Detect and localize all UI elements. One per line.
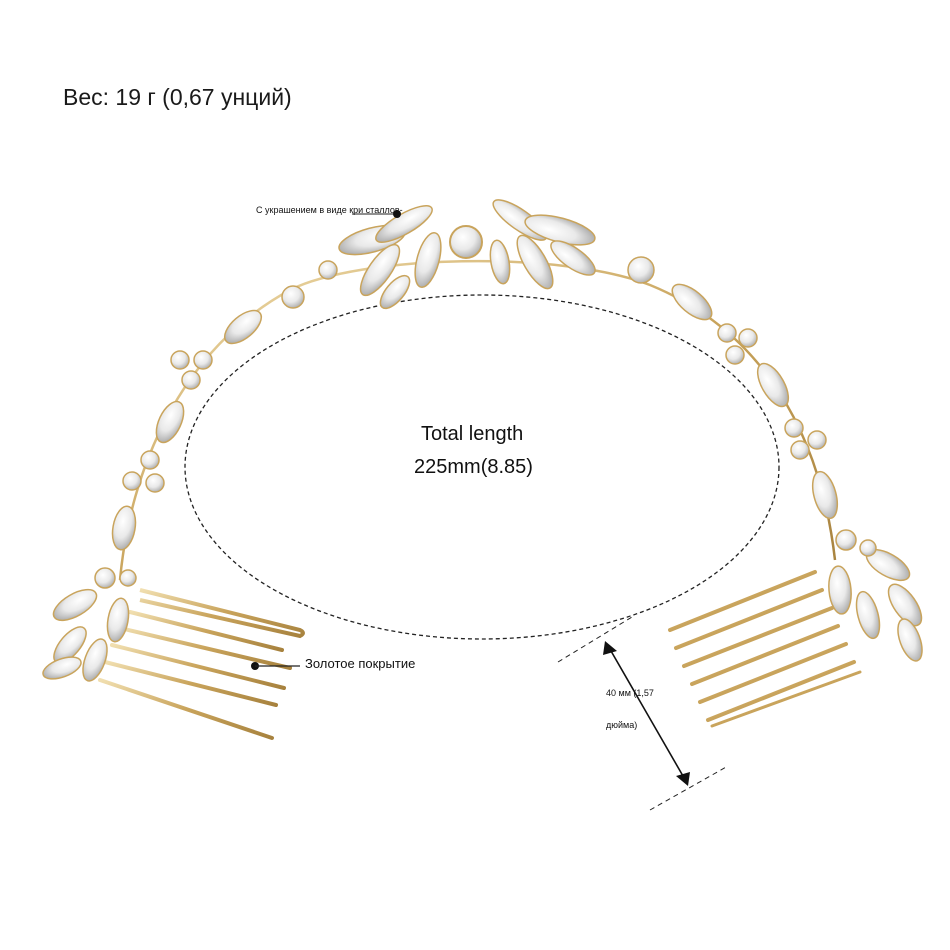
right-comb: [668, 570, 862, 728]
left-chain-crystals: [111, 260, 338, 551]
right-chain-crystals: [627, 256, 839, 520]
comb-size-label-line2: дюйма): [606, 720, 638, 730]
total-length-title: Total length: [421, 423, 524, 445]
left-comb: [98, 580, 305, 740]
gold-wire: [118, 259, 837, 581]
crystal-callout-label: С украшением в виде кри сталлов-: [256, 205, 403, 215]
gold-callout-marker: [251, 662, 300, 670]
gold-plating-label: Золотое покрытие: [305, 656, 416, 671]
comb-dimension: [557, 616, 729, 811]
total-length-value: 225mm(8.85): [414, 456, 533, 478]
total-length-ellipse: [184, 294, 780, 640]
comb-size-label-line1: 40 мм (1,57: [606, 688, 654, 698]
left-comb-crystals: [42, 567, 137, 682]
crystal-callout-marker: [352, 210, 401, 218]
weight-label: Вес: 19 г (0,67 унций): [63, 84, 292, 110]
right-comb-crystals: [828, 529, 923, 662]
